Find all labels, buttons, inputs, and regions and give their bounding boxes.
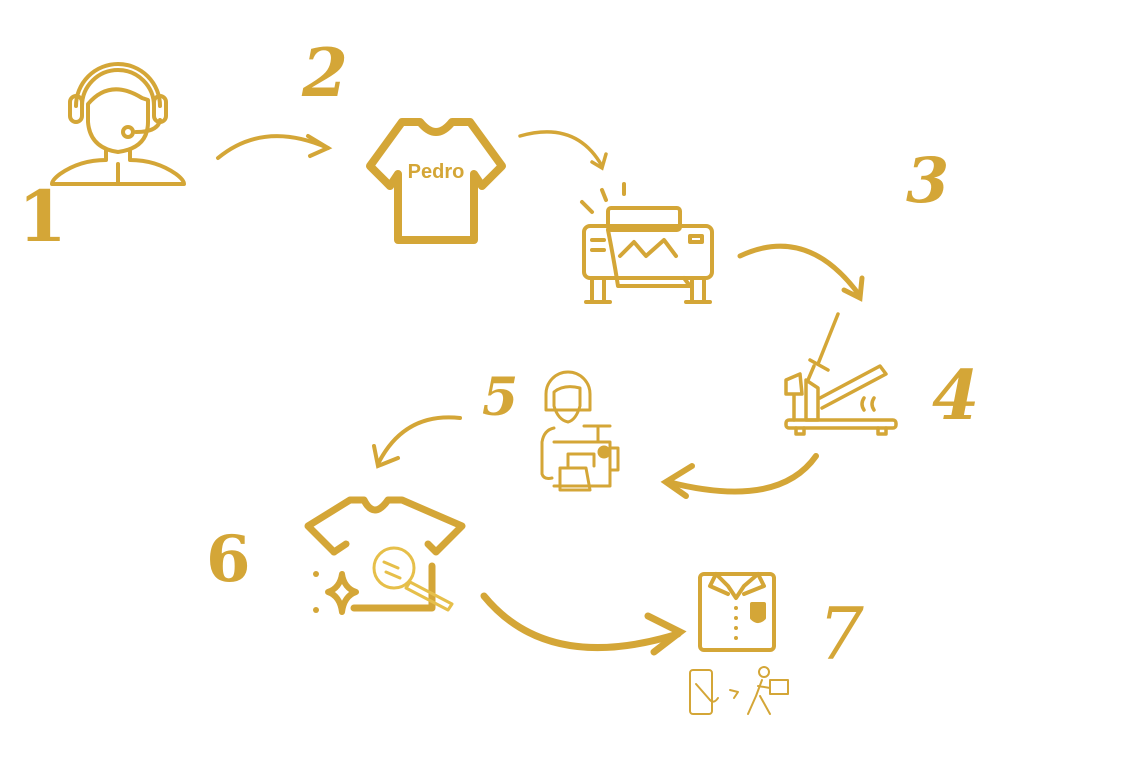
arrow-step1-to-step2 <box>216 134 333 160</box>
step-number-2: 2 <box>302 34 348 112</box>
customer-support-headset-icon <box>50 62 186 186</box>
step-number-3: 3 <box>906 144 950 217</box>
step-number-5: 5 <box>482 367 519 428</box>
arrow-step3-to-step4 <box>737 243 865 302</box>
step-number-4: 4 <box>932 356 980 436</box>
large-format-printer-icon <box>580 182 714 304</box>
shirt-name-text: Pedro <box>408 161 465 183</box>
shirt-quality-inspection-icon <box>304 496 466 615</box>
tshirt-personalized-icon: Pedro <box>366 118 506 244</box>
heat-press-icon <box>784 312 898 436</box>
seamstress-sewing-machine-icon <box>540 370 620 492</box>
arrow-step2-to-step3 <box>518 130 608 171</box>
arrow-step6-to-step7 <box>480 592 687 656</box>
folded-shirt-delivery-icon <box>689 572 789 715</box>
step-number-1: 1 <box>18 175 67 258</box>
arrow-step5-to-step6 <box>372 415 462 469</box>
arrow-step4-to-step5 <box>660 453 819 499</box>
step-number-6: 6 <box>206 522 251 597</box>
step-number-7: 7 <box>818 592 864 676</box>
